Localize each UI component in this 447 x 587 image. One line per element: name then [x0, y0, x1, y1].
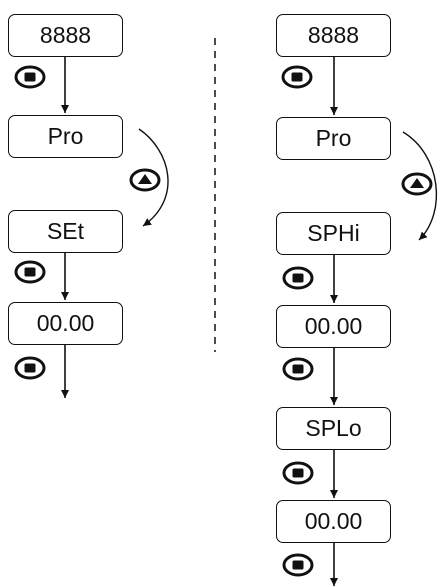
button-square-mark — [292, 273, 304, 283]
left-param-box: Pro — [8, 115, 123, 158]
right-value-low-box: 00.00 — [276, 500, 391, 543]
button-square-mark — [291, 72, 303, 82]
enter-square-button-icon — [14, 260, 46, 284]
button-square-mark — [24, 363, 36, 373]
right-menu-low-box: SPLo — [276, 407, 391, 450]
left-value-box: 00.00 — [8, 302, 123, 345]
enter-square-button-icon — [282, 357, 314, 381]
left-display-box: 8888 — [8, 14, 123, 57]
enter-square-button-icon — [282, 553, 314, 577]
enter-square-button-icon — [282, 461, 314, 485]
left-menu-box: SEt — [8, 210, 123, 253]
enter-square-button-icon — [281, 65, 313, 89]
flow-curve-arrow — [138, 128, 169, 227]
button-square-mark — [292, 364, 304, 374]
up-triangle-button-icon — [401, 172, 433, 196]
enter-square-button-icon — [14, 65, 46, 89]
button-square-mark — [24, 267, 36, 277]
right-value-high-box: 00.00 — [276, 305, 391, 348]
enter-square-button-icon — [14, 356, 46, 380]
button-triangle-mark — [410, 178, 424, 188]
right-menu-high-box: SPHi — [276, 212, 391, 255]
up-triangle-button-icon — [129, 168, 161, 192]
button-square-mark — [292, 468, 304, 478]
flow-curve-arrow — [402, 131, 438, 241]
button-square-mark — [292, 560, 304, 570]
button-square-mark — [24, 72, 36, 82]
right-display-box: 8888 — [276, 14, 391, 57]
enter-square-button-icon — [282, 266, 314, 290]
right-param-box: Pro — [276, 117, 391, 160]
button-triangle-mark — [138, 174, 152, 184]
